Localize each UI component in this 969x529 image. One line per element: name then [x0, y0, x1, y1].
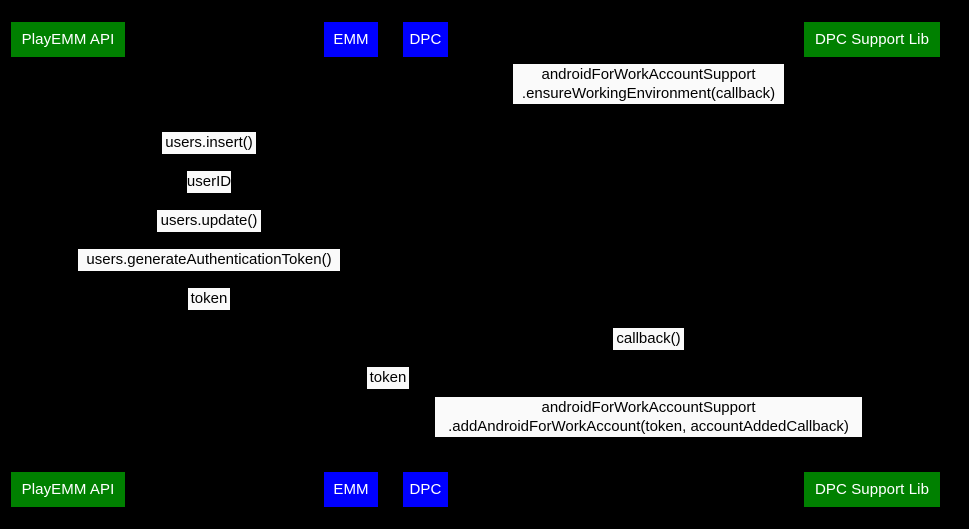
message-line-1: token [190, 290, 228, 307]
participant-label: EMM [333, 31, 369, 48]
message-line-2: .ensureWorkingEnvironment(callback) [521, 85, 776, 102]
participant-playemm-api-bottom[interactable]: PlayEMM API [11, 472, 125, 507]
participant-label: DPC Support Lib [814, 31, 930, 48]
participant-label: PlayEMM API [21, 481, 115, 498]
participant-label: PlayEMM API [21, 31, 115, 48]
message-label-token-to-emm: token [188, 288, 230, 310]
message-line-1: userID [186, 173, 232, 190]
lifeline-stem-playemm-api [67, 57, 69, 472]
message-line-1: users.insert() [165, 134, 253, 151]
message-label-token-to-dpc: token [367, 367, 409, 389]
participant-label: EMM [333, 481, 369, 498]
participant-label: DPC [409, 481, 442, 498]
participant-dpc-support-lib-top[interactable]: DPC Support Lib [804, 22, 940, 57]
message-label-users-insert: users.insert() [162, 132, 256, 154]
message-label-add-android-for-work-account: androidForWorkAccountSupport .addAndroidF… [435, 397, 862, 437]
participant-dpc-bottom[interactable]: DPC [403, 472, 448, 507]
message-line-1: callback() [616, 330, 681, 347]
message-label-users-generate-authentication-token: users.generateAuthenticationToken() [78, 249, 340, 271]
participant-label: DPC Support Lib [814, 481, 930, 498]
lifeline-stem-dpc [425, 57, 426, 472]
participant-dpc-support-lib-bottom[interactable]: DPC Support Lib [804, 472, 940, 507]
message-label-ensure-working-environment: androidForWorkAccountSupport .ensureWorki… [513, 64, 784, 104]
message-label-users-update: users.update() [157, 210, 261, 232]
lifeline-stem-dpc-support-lib [871, 57, 873, 472]
message-line-1: token [369, 369, 407, 386]
participant-label: DPC [409, 31, 442, 48]
message-line-1: androidForWorkAccountSupport [541, 399, 756, 416]
participant-emm-top[interactable]: EMM [324, 22, 378, 57]
participant-dpc-top[interactable]: DPC [403, 22, 448, 57]
participant-playemm-api-top[interactable]: PlayEMM API [11, 22, 125, 57]
message-line-1: androidForWorkAccountSupport [541, 66, 756, 83]
participant-emm-bottom[interactable]: EMM [324, 472, 378, 507]
message-line-1: users.generateAuthenticationToken() [86, 251, 332, 268]
message-line-2: .addAndroidForWorkAccount(token, account… [448, 418, 849, 435]
lifeline-stem-emm [350, 57, 352, 472]
message-line-1: users.update() [160, 212, 258, 229]
message-label-user-id: userID [187, 171, 231, 193]
message-label-callback: callback() [613, 328, 684, 350]
